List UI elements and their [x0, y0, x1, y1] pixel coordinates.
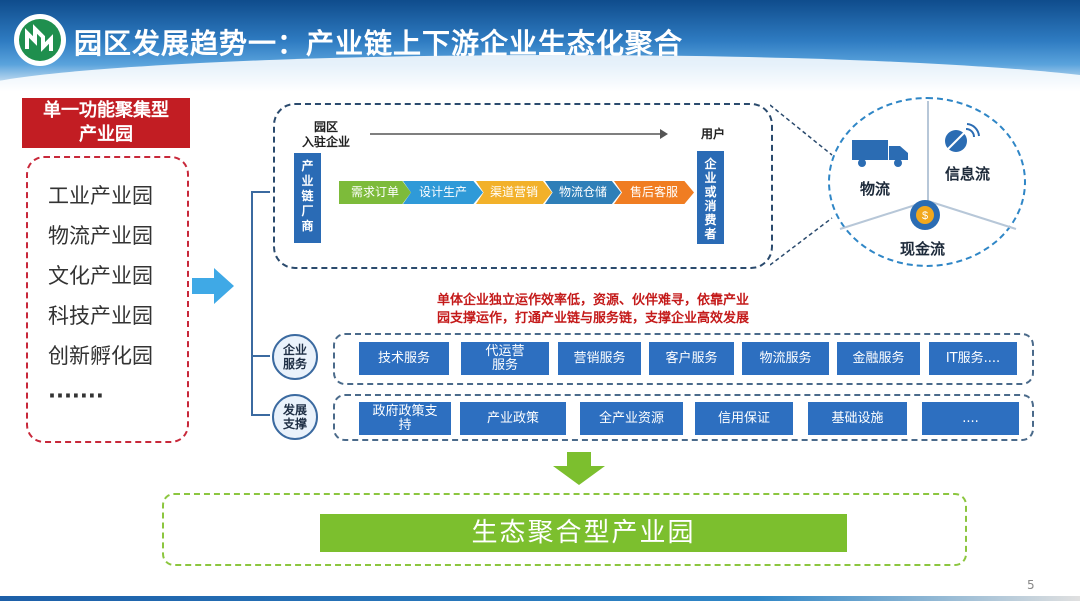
service-item: 营销服务: [558, 342, 641, 375]
money-gear-icon: $: [910, 200, 940, 230]
support-item: ....: [922, 402, 1019, 435]
development-support-row: [333, 394, 1034, 441]
down-arrow-icon: [553, 452, 605, 485]
service-item: 物流服务: [742, 342, 829, 375]
single-function-park-header: 单一功能聚集型 产业园: [22, 98, 190, 148]
message-line-1: 单体企业独立运作效率低，资源、伙伴难寻，依靠产业: [437, 293, 750, 308]
list-item: 科技产业园: [48, 304, 153, 328]
park-type-list: 工业产业园 物流产业园 文化产业园 科技产业园 创新孵化园 ·······: [26, 156, 189, 443]
footer-bar: [0, 596, 1080, 601]
service-item: 客户服务: [649, 342, 734, 375]
chain-vendor-bar: 产 业 链 厂 商: [294, 153, 321, 243]
service-item: IT服务....: [929, 342, 1017, 375]
bracket-connector: [251, 191, 270, 416]
development-support-label: 发展 支撑: [272, 394, 318, 440]
result-box: [162, 493, 967, 566]
support-item: 全产业资源: [580, 402, 683, 435]
header-banner: [0, 0, 1080, 92]
chain-step: 设计生产: [403, 181, 483, 204]
page-title: 园区发展趋势一：产业链上下游企业生态化聚合: [74, 27, 684, 60]
user-label: 用户: [700, 127, 725, 141]
satellite-icon: [945, 123, 980, 152]
svg-text:$: $: [922, 210, 928, 222]
list-item: 创新孵化园: [48, 344, 153, 368]
chain-step: 售后客服: [614, 181, 694, 204]
message-line-2: 园支撑运作，打通产业链与服务链，支撑企业高效发展: [437, 311, 750, 326]
ecosystem-park-banner: 生态聚合型产业园: [320, 514, 847, 552]
service-item: 代运营 服务: [461, 342, 549, 375]
cash-flow-label: 现金流: [900, 240, 946, 258]
chain-step: 需求订单: [339, 181, 411, 204]
page-number: 5: [1027, 578, 1035, 592]
support-item: 政府政策支 持: [359, 402, 451, 435]
truck-icon: [852, 140, 908, 167]
chain-step: 渠道营销: [476, 181, 552, 204]
enterprise-services-label: 企业 服务: [272, 334, 318, 380]
chain-step: 物流仓储: [545, 181, 621, 204]
list-item-ellipsis: ·······: [48, 384, 104, 408]
park-enterprise-label: 园区 入驻企业: [301, 120, 350, 149]
chain-direction-arrow: [370, 129, 668, 139]
service-item: 技术服务: [359, 342, 449, 375]
support-item: 基础设施: [808, 402, 907, 435]
right-arrow-icon: [192, 268, 234, 304]
logo-icon: [14, 14, 66, 66]
support-item: 信用保证: [695, 402, 793, 435]
service-item: 金融服务: [837, 342, 920, 375]
consumer-bar: 企 业 或 消 费 者: [697, 151, 724, 244]
support-item: 产业政策: [460, 402, 566, 435]
industry-chain-box: [273, 103, 773, 269]
information-flow-label: 信息流: [945, 165, 991, 183]
list-item: 物流产业园: [48, 224, 153, 248]
logistics-flow-label: 物流: [860, 180, 891, 198]
zoom-connector: [770, 104, 833, 266]
list-item: 文化产业园: [48, 264, 153, 288]
flow-circle: [828, 97, 1026, 267]
list-item: 工业产业园: [48, 184, 153, 208]
enterprise-services-row: [333, 333, 1034, 385]
